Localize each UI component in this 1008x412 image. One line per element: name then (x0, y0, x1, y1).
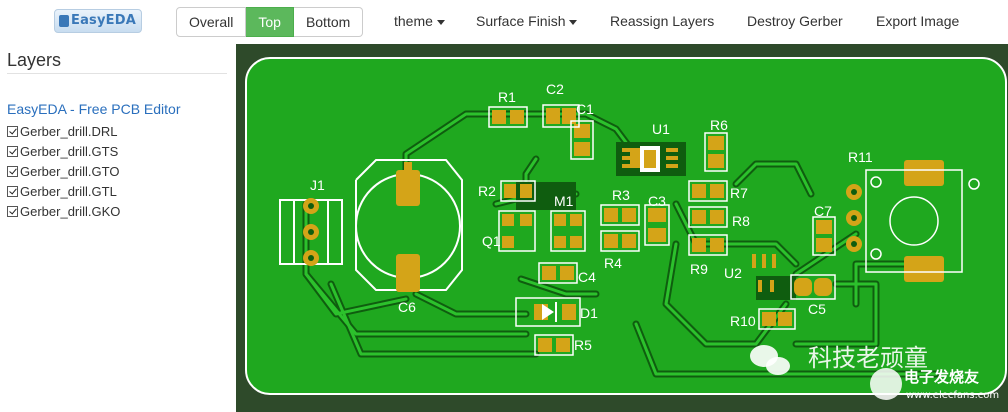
label-m1: M1 (554, 193, 574, 209)
layers-panel: Layers EasyEDA - Free PCB Editor Gerber_… (0, 44, 236, 412)
label-u1: U1 (652, 121, 670, 137)
label-r6: R6 (710, 117, 728, 133)
label-c5: C5 (808, 301, 826, 317)
surface-finish-menu[interactable]: Surface Finish (476, 13, 578, 29)
u2-chip (752, 254, 776, 292)
chevron-down-icon (436, 19, 445, 25)
toolbar: EasyEDA Overall Top Bottom theme Surface… (0, 0, 1008, 45)
surface-finish-menu-label: Surface Finish (476, 13, 566, 29)
layer-item-drl[interactable]: Gerber_drill.DRL (7, 121, 120, 141)
d1-diode (542, 302, 557, 322)
bottom-view-button[interactable]: Bottom (293, 7, 364, 37)
logo-text: EasyEDA (71, 13, 136, 28)
label-d1: D1 (580, 305, 598, 321)
checkbox[interactable] (7, 145, 18, 157)
theme-menu-label: theme (394, 13, 433, 29)
label-r2: R2 (478, 183, 496, 199)
label-r10: R10 (730, 313, 756, 329)
label-q1: Q1 (482, 233, 501, 249)
label-r11: R11 (848, 149, 873, 165)
label-c7: C7 (814, 203, 832, 219)
board-outline (245, 57, 1007, 395)
layer-list: Gerber_drill.DRL Gerber_drill.GTS Gerber… (7, 121, 120, 221)
layer-item-gts[interactable]: Gerber_drill.GTS (7, 141, 120, 161)
label-r5: R5 (574, 337, 592, 353)
destroy-gerber-button[interactable]: Destroy Gerber (747, 13, 843, 29)
pcb-canvas[interactable]: R1 C2 C1 U1 R6 R11 J1 R2 M1 R3 C3 R7 R8 … (236, 44, 1008, 412)
layer-label: Gerber_drill.GTL (20, 183, 117, 199)
checkbox[interactable] (7, 165, 18, 177)
r11-pins (846, 184, 862, 252)
copper-pour (756, 276, 796, 300)
label-r4: R4 (604, 255, 622, 271)
easyeda-link[interactable]: EasyEDA - Free PCB Editor (7, 101, 181, 117)
designators: R1 C2 C1 U1 R6 R11 J1 R2 M1 R3 C3 R7 R8 … (310, 81, 873, 353)
j1-connector (279, 198, 343, 266)
layer-item-gko[interactable]: Gerber_drill.GKO (7, 201, 120, 221)
layer-label: Gerber_drill.GTS (20, 143, 119, 159)
pcb-board-svg: R1 C2 C1 U1 R6 R11 J1 R2 M1 R3 C3 R7 R8 … (245, 57, 1007, 401)
layers-title: Layers (7, 50, 62, 70)
divider (7, 73, 227, 74)
label-c6: C6 (398, 299, 416, 315)
watermark-site-cn: 电子发烧友 (904, 368, 979, 386)
overall-view-button[interactable]: Overall (176, 7, 247, 37)
watermark: 科技老顽童 电子发烧友 www.elecfans.com (750, 344, 999, 401)
checkbox[interactable] (7, 205, 18, 217)
chevron-down-icon (569, 19, 578, 25)
label-r3: R3 (612, 187, 630, 203)
watermark-text: 科技老顽童 (808, 344, 928, 372)
c6-capacitor (355, 159, 463, 292)
label-r1: R1 (498, 89, 516, 105)
smd-pads (492, 108, 944, 352)
label-c1: C1 (576, 101, 594, 117)
theme-menu[interactable]: theme (394, 13, 445, 29)
label-r7: R7 (730, 185, 748, 201)
checkbox[interactable] (7, 185, 18, 197)
label-r9: R9 (690, 261, 708, 277)
silk-outlines (488, 104, 980, 356)
layer-label: Gerber_drill.GTO (20, 163, 120, 179)
layer-label: Gerber_drill.DRL (20, 123, 118, 139)
export-image-button[interactable]: Export Image (876, 13, 960, 29)
layer-item-gtl[interactable]: Gerber_drill.GTL (7, 181, 120, 201)
label-j1: J1 (310, 177, 325, 193)
wechat-icon (766, 357, 790, 375)
u1-chip (622, 146, 678, 172)
elecfans-logo-icon (870, 368, 902, 400)
label-c2: C2 (546, 81, 564, 97)
reassign-layers-button[interactable]: Reassign Layers (610, 13, 715, 29)
label-c3: C3 (648, 193, 666, 209)
label-u2: U2 (724, 265, 742, 281)
watermark-site-url: www.elecfans.com (906, 390, 999, 401)
label-r8: R8 (732, 213, 750, 229)
layer-item-gto[interactable]: Gerber_drill.GTO (7, 161, 120, 181)
logo-icon (59, 15, 69, 27)
layer-label: Gerber_drill.GKO (20, 203, 121, 219)
checkbox[interactable] (7, 125, 18, 137)
label-c4: C4 (578, 269, 596, 285)
top-view-button[interactable]: Top (246, 7, 294, 37)
easyeda-logo[interactable]: EasyEDA (54, 9, 142, 33)
view-toggle-group: Overall Top Bottom (176, 7, 364, 37)
